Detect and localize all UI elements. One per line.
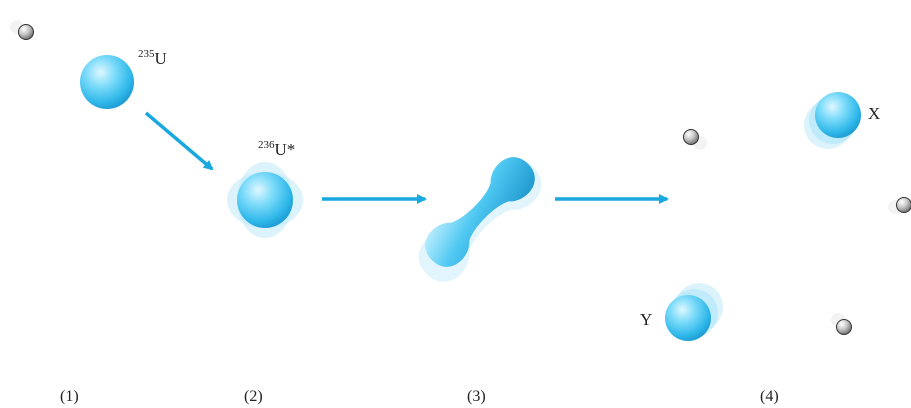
u236-nucleus-icon [227, 162, 303, 238]
u236-label: 236U* [258, 139, 295, 159]
incoming-neutron-icon [10, 20, 34, 40]
stage-4-label: (4) [760, 388, 779, 406]
arrow-1-icon [146, 113, 212, 169]
neutron-2-icon [888, 198, 911, 215]
neutron-1-icon [684, 130, 708, 151]
stage-2-label: (2) [244, 388, 263, 406]
stage-1-label: (1) [60, 388, 79, 406]
u235-label: 235U [138, 48, 167, 68]
fragment-x-label: X [868, 104, 880, 123]
fragment-y-icon [665, 283, 723, 341]
neutron-3-icon [831, 313, 852, 335]
stage-3-label: (3) [467, 388, 486, 406]
fragment-x-icon [804, 92, 861, 149]
fragment-y-label: Y [640, 310, 652, 329]
deformed-nucleus-icon [409, 149, 550, 291]
u235-nucleus-icon [80, 55, 134, 109]
